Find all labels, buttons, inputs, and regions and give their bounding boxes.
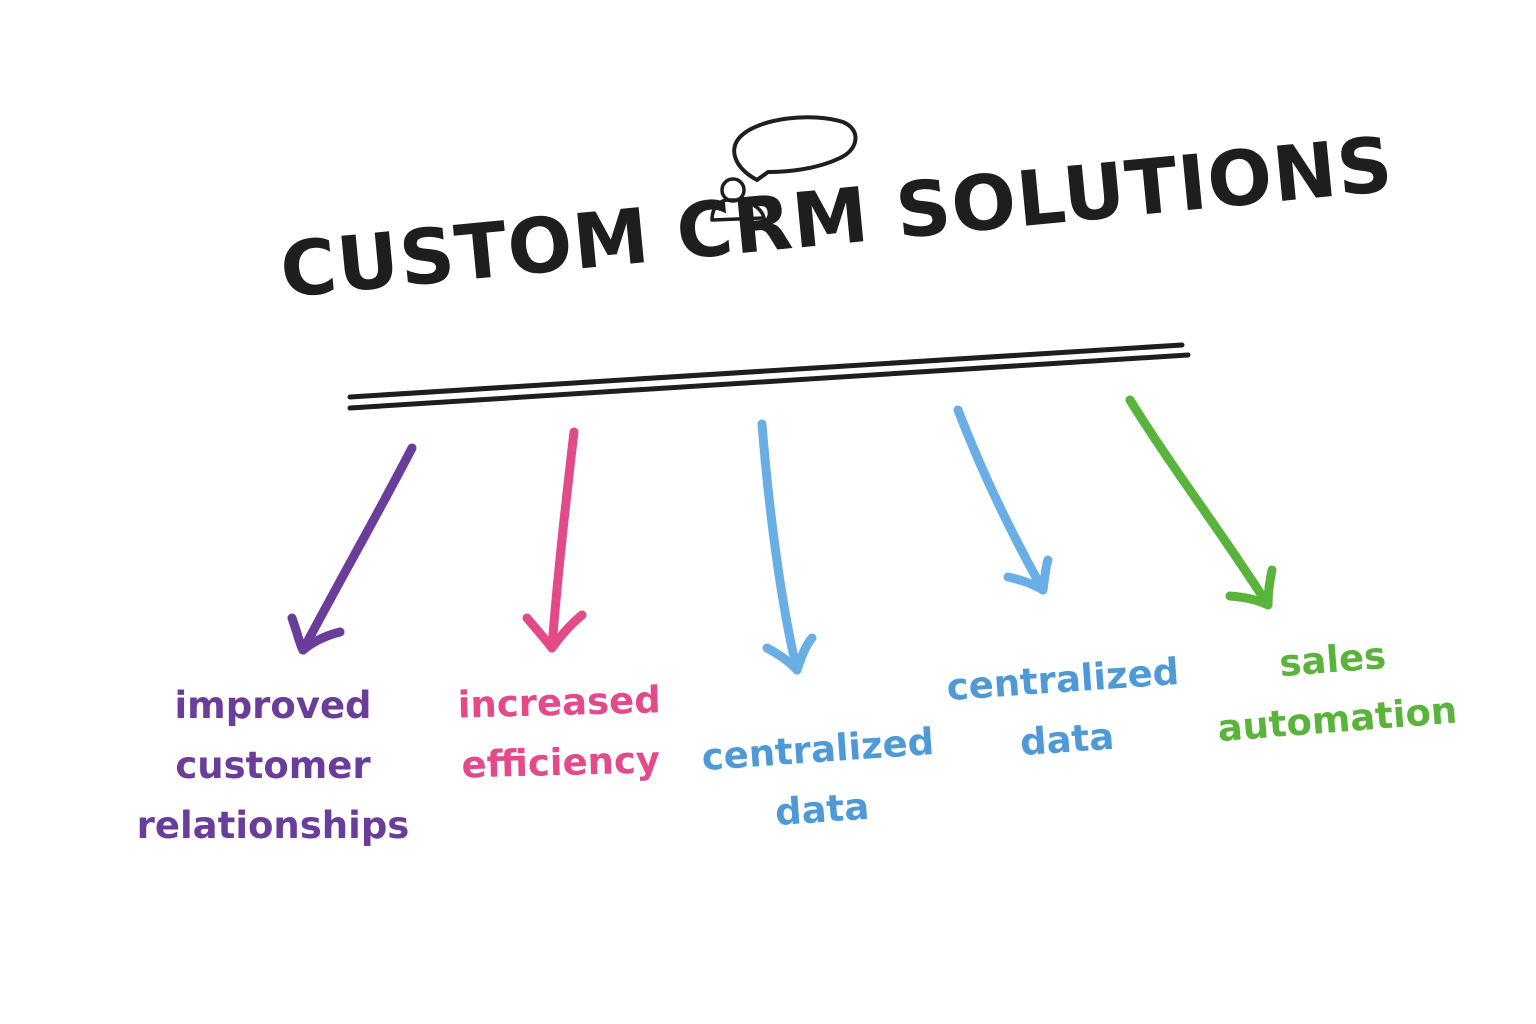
- person-with-speech-bubble-icon: [710, 115, 858, 222]
- branch-label-improved-customer-relationships: improved customer relationships: [128, 676, 418, 856]
- person-icon: [710, 177, 766, 222]
- arrow-centralized-data-2: [953, 405, 1053, 595]
- branch-label-line: improved: [174, 684, 372, 727]
- arrow-centralized-data-1: [757, 419, 817, 675]
- branch-label-line: increased: [457, 678, 662, 727]
- arrow-improved-customer-relationships: [287, 443, 417, 655]
- title-underline: [347, 342, 1191, 411]
- speech-bubble-icon: [732, 115, 858, 182]
- branch-label-centralized-data-2: centralized data: [941, 642, 1189, 778]
- branch-label-line: customer: [175, 744, 371, 787]
- branch-label-centralized-data-1: centralized data: [696, 712, 944, 848]
- arrow-sales-automation: [1125, 395, 1277, 610]
- branch-label-line: efficiency: [461, 738, 661, 787]
- branch-label-sales-automation: sales automation: [1201, 620, 1470, 760]
- branch-label-increased-efficiency: increased efficiency: [443, 670, 676, 796]
- branch-label-line: relationships: [136, 804, 410, 847]
- arrow-increased-efficiency: [522, 427, 587, 653]
